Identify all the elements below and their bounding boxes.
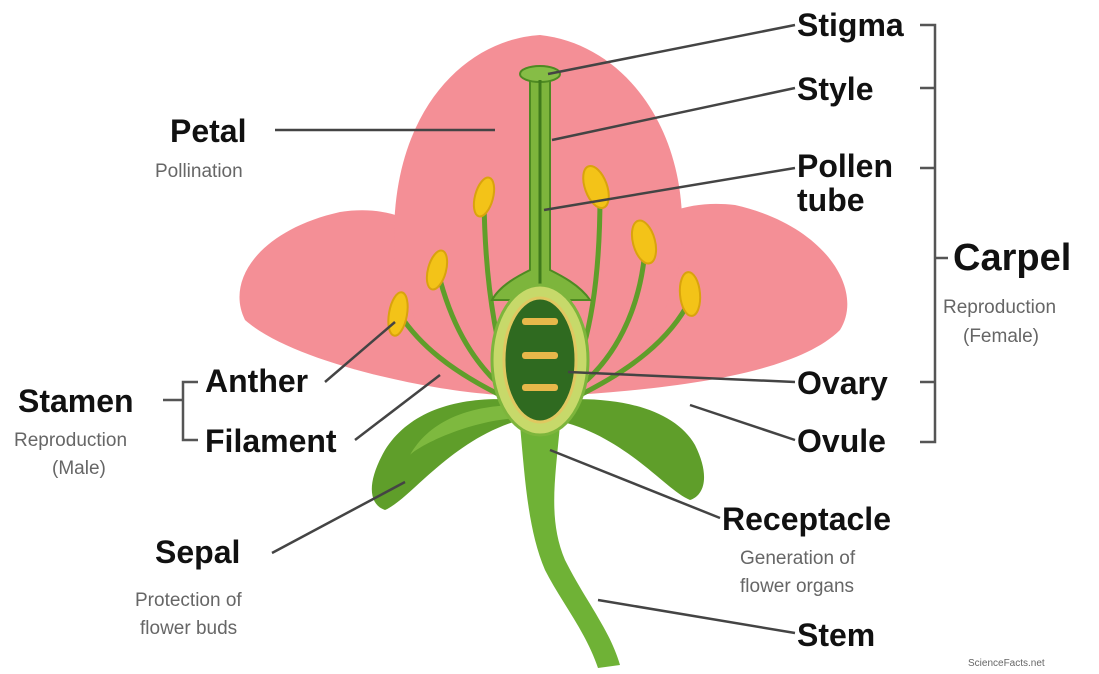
label-pollen-tube-2: tube xyxy=(797,182,865,218)
label-ovule: Ovule xyxy=(797,423,886,459)
label-stamen: Stamen xyxy=(18,383,134,419)
label-pollen-tube-1: Pollen xyxy=(797,148,893,184)
label-stem: Stem xyxy=(797,617,875,653)
label-sepal-sub-2: flower buds xyxy=(140,618,237,639)
label-petal: Petal xyxy=(170,113,246,149)
label-ovary: Ovary xyxy=(797,365,888,401)
label-petal-sub: Pollination xyxy=(155,161,243,182)
label-style: Style xyxy=(797,71,873,107)
label-carpel-sub-1: Reproduction xyxy=(943,297,1056,318)
label-sepal: Sepal xyxy=(155,534,240,570)
ovary-inner xyxy=(504,298,576,422)
label-sepal-sub-1: Protection of xyxy=(135,590,242,611)
stamen-bracket xyxy=(163,382,198,440)
label-stamen-sub-2: (Male) xyxy=(52,458,106,479)
label-stigma: Stigma xyxy=(797,7,904,43)
label-carpel-sub-2: (Female) xyxy=(963,326,1039,347)
label-receptacle-sub-2: flower organs xyxy=(740,576,854,597)
label-anther: Anther xyxy=(205,363,308,399)
label-receptacle-sub-1: Generation of xyxy=(740,548,856,569)
sepal-right xyxy=(555,399,704,500)
label-carpel: Carpel xyxy=(953,237,1071,279)
watermark: ScienceFacts.net xyxy=(968,658,1045,669)
stem-shape xyxy=(520,425,620,668)
label-receptacle: Receptacle xyxy=(722,501,891,537)
label-stamen-sub-1: Reproduction xyxy=(14,430,127,451)
label-filament: Filament xyxy=(205,423,337,459)
carpel-bracket xyxy=(920,25,948,442)
